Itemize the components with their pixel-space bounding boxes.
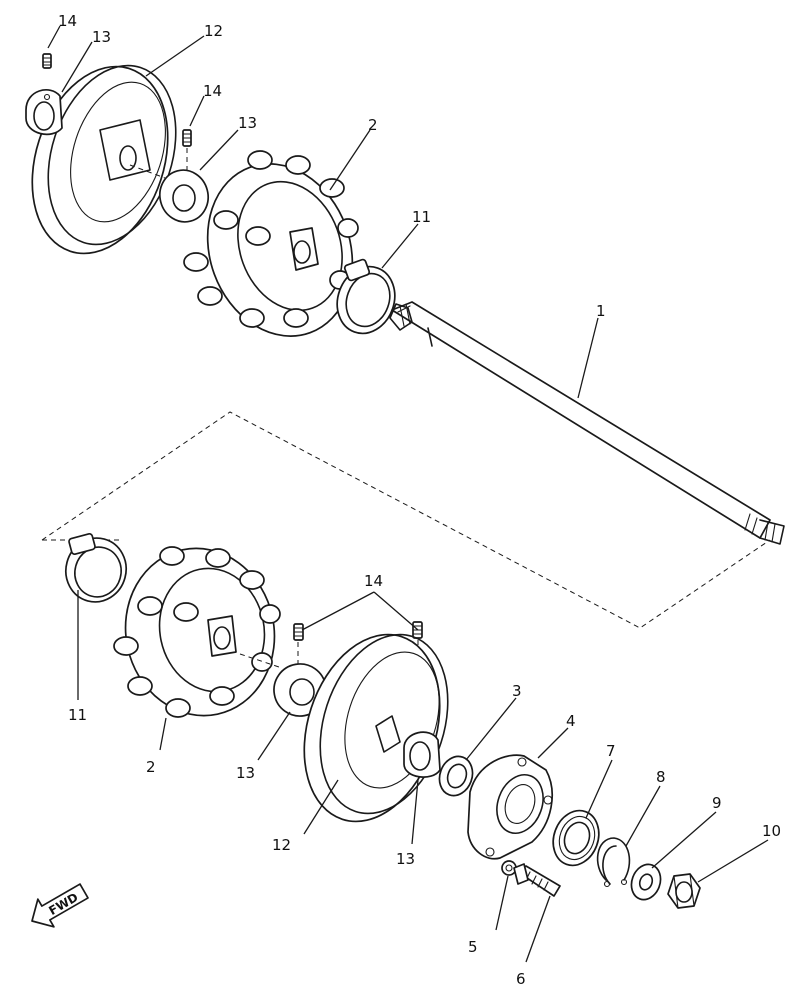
part-10-nut [667,873,701,909]
part-8-circlip [596,837,631,888]
part-11-clamp-bottom [65,532,127,603]
part-3-oil-seal [438,755,474,797]
part-12-wheel-bottom [303,633,449,823]
callout-7: 7 [606,742,616,760]
callout-9: 9 [712,794,722,812]
fwd-arrow: FWD [31,883,89,928]
leader-lines [47,25,769,963]
part-2-sprocket-top [183,150,359,337]
callout-numbers: 14 13 12 14 13 2 11 1 11 2 14 13 12 13 3… [58,12,781,988]
callout-5: 5 [468,938,478,956]
callout-12-top: 12 [204,22,223,40]
callout-6: 6 [516,970,526,988]
callout-14-bottom: 14 [364,572,383,590]
part-13-collar-top-mid [159,169,209,223]
callout-11-bottom: 11 [68,706,87,724]
part-7-bearing [552,809,600,867]
callout-13-bottom-right: 13 [396,850,415,868]
callout-1: 1 [596,302,606,320]
callout-10: 10 [762,822,781,840]
part-13-collar-bottom-right [403,731,441,778]
part-2-sprocket-bottom [113,546,281,718]
part-6-bolt [513,863,561,897]
part-13-collar-top-left [25,89,63,136]
centerline-bottom [239,653,283,669]
callout-8: 8 [656,768,666,786]
centerline-top [129,164,166,179]
callout-14-top-left: 14 [58,12,77,30]
part-14-setscrew-top-mid [182,129,192,170]
callout-2-bottom: 2 [146,758,156,776]
callout-12-bottom: 12 [272,836,291,854]
part-14-setscrew-top-left [42,53,52,69]
callout-13-bottom-left: 13 [236,764,255,782]
part-12-wheel-top [31,64,177,255]
callout-2-top: 2 [368,116,378,134]
callout-14-top-mid: 14 [203,82,222,100]
part-1-drive-shaft [389,301,785,545]
callout-11-top: 11 [412,208,431,226]
callout-13-top-left: 13 [92,28,111,46]
callout-3: 3 [512,682,522,700]
callout-13-top-mid: 13 [238,114,257,132]
part-4-bearing-housing [467,754,553,860]
callout-4: 4 [566,712,576,730]
part-9-washer [630,863,662,901]
